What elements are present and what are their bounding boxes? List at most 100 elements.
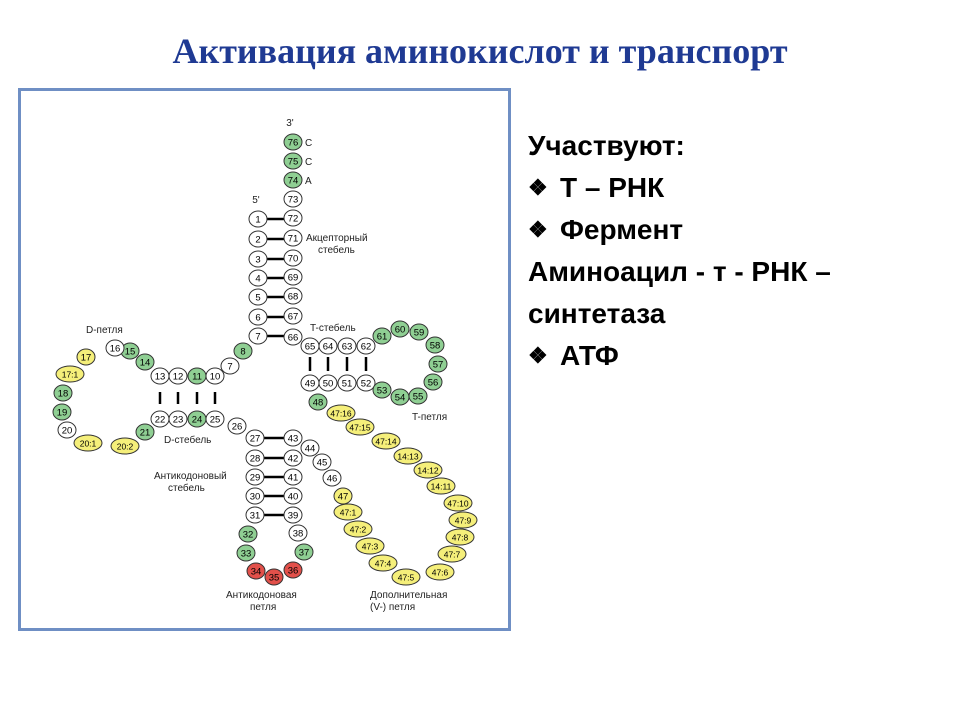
diamond-bullet-icon: ❖	[528, 343, 548, 368]
svg-text:64: 64	[323, 342, 334, 353]
nucleotide-33: 33	[236, 544, 256, 562]
nucleotide-61: 61	[372, 327, 392, 345]
nucleotide-63: 63	[337, 337, 357, 355]
nucleotide-10: 10	[205, 367, 225, 385]
bullet-item-trna: ❖Т – РНК	[528, 167, 948, 209]
nucleotide-47:3: 47:3	[355, 537, 385, 555]
nucleotide-47:7: 47:7	[437, 545, 467, 563]
nucleotide-7: 7	[248, 327, 268, 345]
nucleotide-55: 55	[408, 387, 428, 405]
base-pair-bonds	[158, 217, 368, 517]
svg-text:57: 57	[433, 360, 444, 371]
svg-text:47:6: 47:6	[432, 568, 449, 578]
nucleotide-50: 50	[318, 374, 338, 392]
svg-text:47:9: 47:9	[455, 516, 472, 526]
nucleotide-53: 53	[372, 381, 392, 399]
nucleotide-65: 65	[300, 337, 320, 355]
t-loop-label: T-петля	[412, 412, 447, 423]
nucleotide-47:16: 47:16	[326, 404, 356, 422]
svg-text:14:11: 14:11	[431, 482, 452, 492]
svg-text:63: 63	[342, 342, 353, 353]
svg-text:42: 42	[288, 454, 299, 465]
svg-text:47:3: 47:3	[362, 542, 379, 552]
nucleotide-47:15: 47:15	[345, 418, 375, 436]
nucleotide-47:1: 47:1	[333, 503, 363, 521]
svg-text:66: 66	[288, 333, 299, 344]
nucleotide-44: 44	[300, 439, 320, 457]
svg-text:19: 19	[57, 408, 68, 419]
svg-text:1: 1	[255, 215, 260, 226]
nucleotide-31: 31	[245, 506, 265, 524]
three-prime-label: 3'	[286, 118, 294, 129]
svg-text:4: 4	[255, 274, 260, 285]
nucleotide-47:4: 47:4	[368, 554, 398, 572]
diamond-bullet-icon: ❖	[528, 175, 548, 200]
svg-text:53: 53	[377, 386, 388, 397]
nucleotide-26: 26	[227, 417, 247, 435]
svg-text:35: 35	[269, 573, 280, 584]
nucleotide-17:1: 17:1	[55, 365, 85, 383]
nucleotide-42: 42	[283, 449, 303, 467]
svg-text:69: 69	[288, 273, 299, 284]
nucleotide-8: 8	[233, 342, 253, 360]
nucleotide-73: 73	[283, 190, 303, 208]
svg-text:47:4: 47:4	[375, 559, 392, 569]
nucleotide-34: 34	[246, 562, 266, 580]
svg-text:54: 54	[395, 393, 406, 404]
svg-text:14: 14	[140, 358, 151, 369]
svg-text:47:1: 47:1	[340, 508, 357, 518]
svg-text:76: 76	[288, 138, 299, 149]
bullet-item-synthetase-line1: Аминоацил - т - РНК –	[528, 256, 831, 287]
nucleotide-56: 56	[423, 373, 443, 391]
nucleotide-38: 38	[288, 524, 308, 542]
svg-text:12: 12	[173, 372, 184, 383]
svg-text:50: 50	[323, 379, 334, 390]
svg-text:36: 36	[288, 566, 299, 577]
anticodon-stem-label: Антикодоновый	[154, 471, 227, 482]
svg-text:16: 16	[110, 344, 121, 355]
svg-text:52: 52	[361, 379, 372, 390]
nucleotide-40: 40	[283, 487, 303, 505]
svg-text:59: 59	[414, 328, 425, 339]
svg-text:45: 45	[317, 458, 328, 469]
svg-text:23: 23	[173, 415, 184, 426]
nucleotide-14:11: 14:11	[426, 477, 456, 495]
d-loop-label: D-петля	[86, 325, 123, 336]
t-stem-label: T-стебель	[310, 322, 356, 334]
svg-text:67: 67	[288, 312, 299, 323]
svg-text:49: 49	[305, 379, 316, 390]
nucleotide-57: 57	[428, 355, 448, 373]
svg-text:18: 18	[58, 389, 69, 400]
svg-text:68: 68	[288, 292, 299, 303]
nucleotide-47: 47	[333, 487, 353, 505]
svg-text:39: 39	[288, 511, 299, 522]
nucleotide-75: 75	[283, 152, 303, 170]
acceptor-stem-label: стебель	[318, 244, 355, 256]
nucleotide-3: 3	[248, 250, 268, 268]
anticodon-loop-label: петля	[250, 602, 276, 613]
nucleotide-7: 7	[220, 357, 240, 375]
nucleotide-71: 71	[283, 229, 303, 247]
nucleotide-13: 13	[150, 367, 170, 385]
five-prime-label: 5'	[252, 195, 260, 206]
svg-text:7: 7	[255, 332, 260, 343]
svg-text:47:14: 47:14	[375, 437, 397, 447]
svg-text:14:12: 14:12	[417, 466, 439, 476]
nucleotide-69: 69	[283, 268, 303, 286]
bullet-item-synthetase-line2: синтетаза	[528, 298, 666, 329]
nucleotide-17: 17	[76, 348, 96, 366]
nucleotide-30: 30	[245, 487, 265, 505]
nucleotide-62: 62	[356, 337, 376, 355]
nucleotide-47:9: 47:9	[448, 511, 478, 529]
svg-text:46: 46	[327, 474, 338, 485]
svg-text:6: 6	[255, 313, 260, 324]
svg-text:11: 11	[192, 372, 202, 383]
svg-text:41: 41	[288, 473, 299, 484]
svg-text:24: 24	[192, 415, 203, 426]
svg-text:44: 44	[305, 444, 316, 455]
svg-text:25: 25	[210, 415, 221, 426]
svg-text:21: 21	[140, 428, 151, 439]
nucleotide-6: 6	[248, 308, 268, 326]
